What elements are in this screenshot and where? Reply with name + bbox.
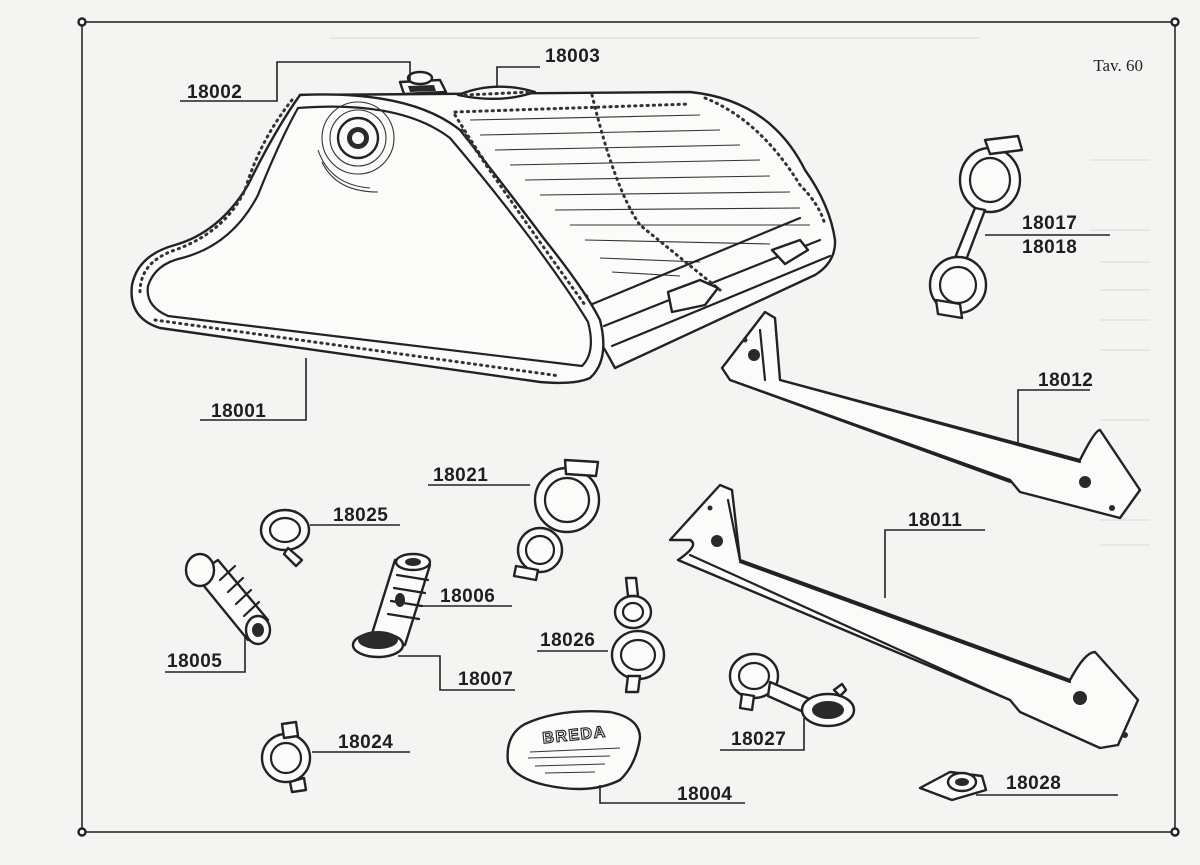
corner-mark: [1170, 827, 1180, 837]
corner-mark: [77, 17, 87, 27]
part-labels: 18002 18003 18001 18017 18018 18012 1801…: [167, 46, 1093, 805]
part-label-18025: 18025: [333, 505, 388, 526]
ring-18025-drawing: [259, 508, 311, 568]
part-label-18004: 18004: [677, 784, 732, 805]
part-label-18005: 18005: [167, 651, 222, 672]
clamp-18027-drawing: [728, 652, 856, 728]
clamp-18026-drawing: [610, 576, 666, 694]
part-label-18012: 18012: [1038, 370, 1093, 391]
clamp-18017-drawing: [928, 134, 1024, 320]
bleed-through-marks: [330, 37, 1150, 546]
rail-18012-drawing: [720, 310, 1142, 520]
part-label-18017: 18017: [1022, 213, 1077, 234]
mount-lug-icon: [666, 278, 720, 314]
part-label-18018: 18018: [1022, 237, 1077, 258]
tank-cap-icon: [398, 70, 448, 96]
leader-lines: [165, 61, 1118, 804]
part-label-18021: 18021: [433, 465, 488, 486]
part-label-18001: 18001: [211, 401, 266, 422]
part-label-18011: 18011: [908, 510, 962, 531]
fuel-tank-drawing: [130, 70, 837, 385]
part-label-18024: 18024: [338, 732, 393, 753]
plate-border: [81, 21, 1176, 833]
rail-18011-drawing: [668, 483, 1140, 750]
clamp-18021-drawing: [512, 458, 601, 582]
corner-mark: [77, 827, 87, 837]
plate-number: Tav. 60: [1093, 56, 1143, 75]
mount-lug-icon: [770, 238, 810, 266]
part-label-18027: 18027: [731, 729, 786, 750]
part-label-18028: 18028: [1006, 773, 1061, 794]
bolt-18005-drawing: [184, 552, 272, 646]
vent-plate-icon: [456, 85, 537, 101]
corner-mark: [1170, 17, 1180, 27]
plate-18028-drawing: [918, 770, 988, 802]
part-label-18002: 18002: [187, 82, 242, 103]
part-label-18003: 18003: [545, 46, 600, 67]
part-label-18007: 18007: [458, 669, 513, 690]
union-18006-drawing: [351, 552, 432, 659]
part-label-18006: 18006: [440, 586, 495, 607]
clip-18024-drawing: [260, 720, 312, 794]
breda-emblem: BREDA: [506, 710, 642, 791]
filler-neck-icon: [317, 101, 395, 193]
part-label-18026: 18026: [540, 630, 595, 651]
